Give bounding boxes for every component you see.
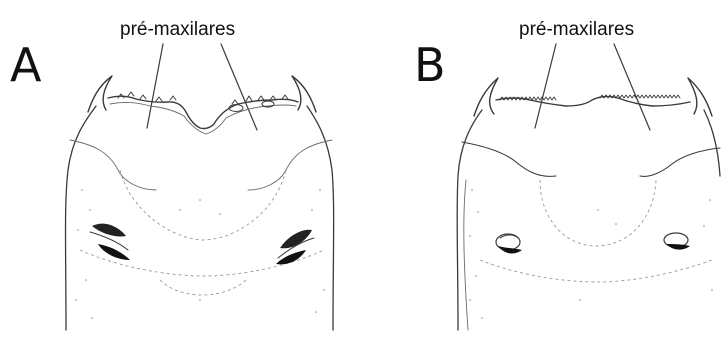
panel-b-leader-left xyxy=(535,44,556,128)
panel-a-drawing xyxy=(66,44,334,330)
panel-a-right-eye xyxy=(276,230,314,265)
panel-b-drawing xyxy=(457,44,720,330)
panel-a-leader-right xyxy=(221,44,257,130)
panel-b-maxilla-left xyxy=(474,78,498,116)
panel-a-maxilla-left xyxy=(88,76,112,112)
panel-b-right-eye xyxy=(664,233,690,250)
panel-a-leader-left xyxy=(147,44,163,128)
panel-b-left-eye xyxy=(496,234,522,253)
panel-a-left-eye xyxy=(90,224,130,260)
panel-b-leader-right xyxy=(614,44,650,130)
